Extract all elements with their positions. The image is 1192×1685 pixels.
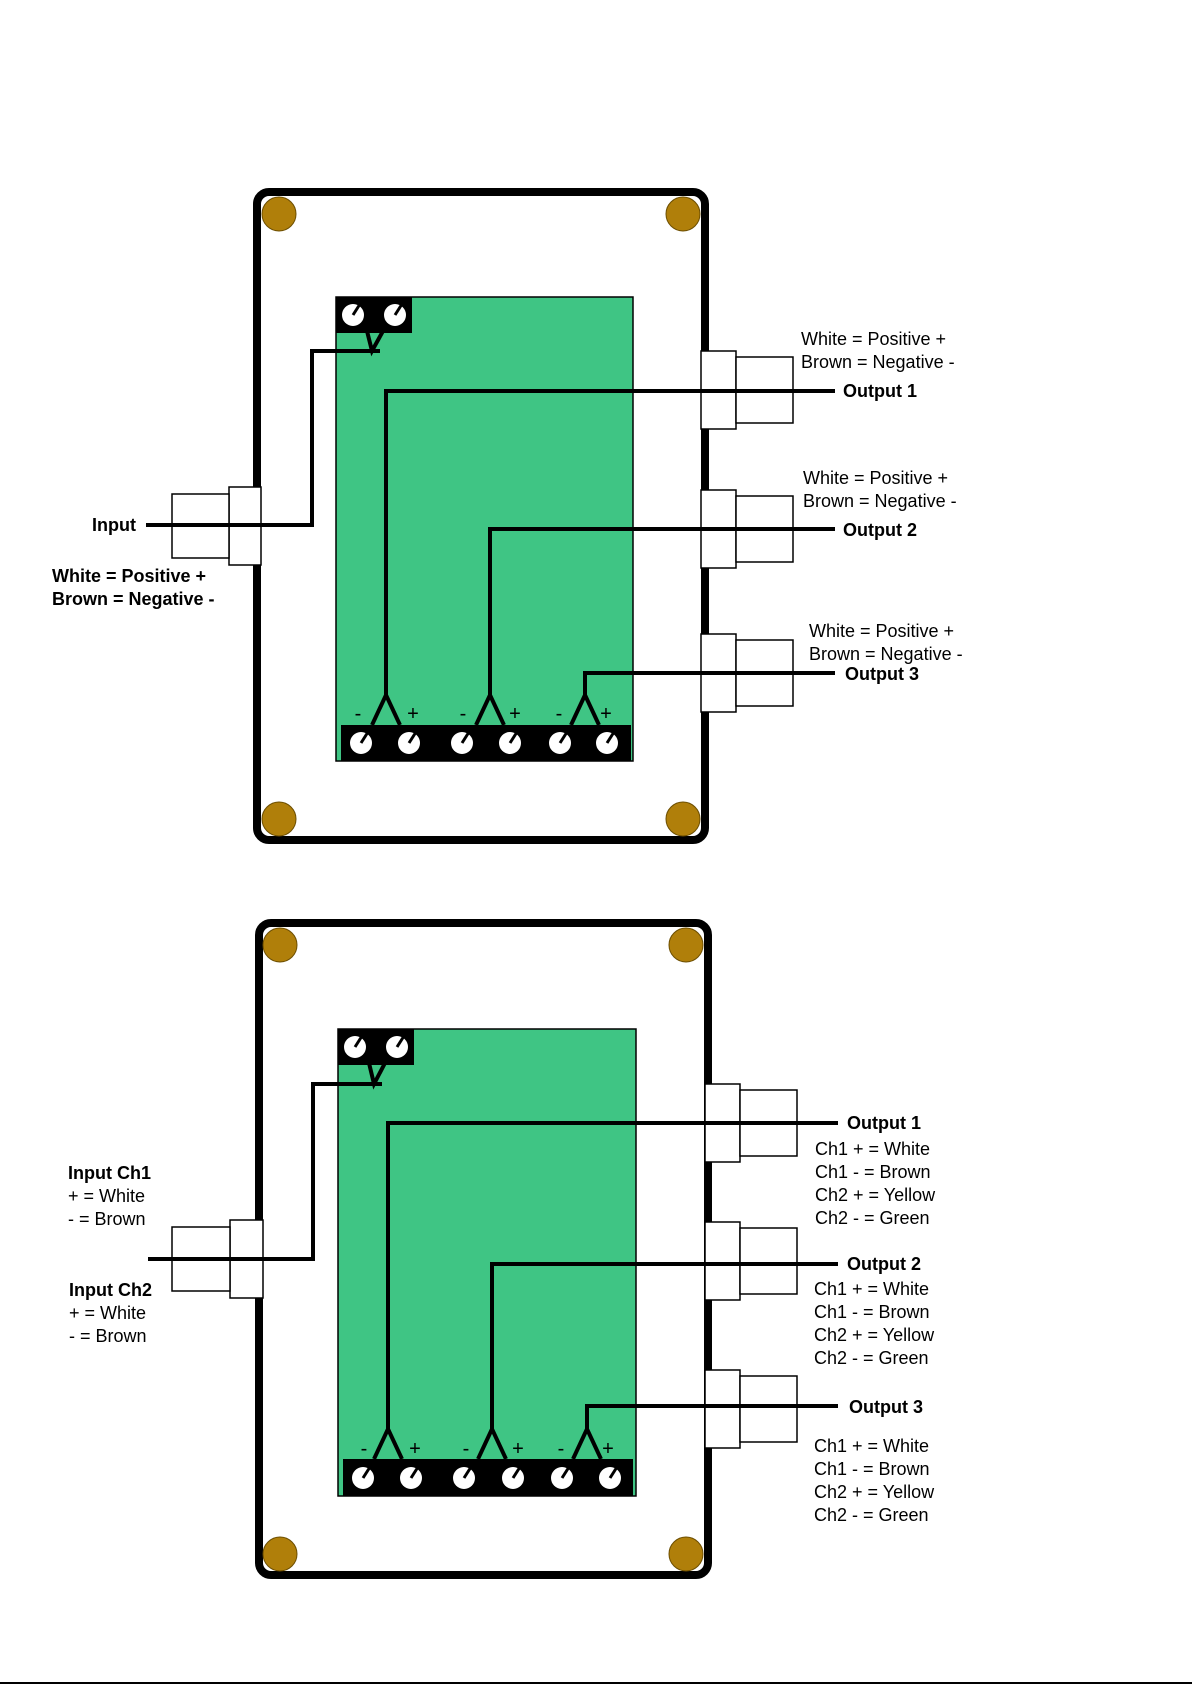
output-label: Output 1: [847, 1113, 921, 1133]
wires-1: [146, 330, 835, 726]
terminal-sign: +: [509, 703, 521, 725]
cable-gland-output-2: [704, 1221, 741, 1301]
output-note-line: Ch1 + = White: [814, 1436, 929, 1456]
output-terminal-block: [341, 725, 631, 761]
output-note-line: Ch1 + = White: [814, 1279, 929, 1299]
input-ch2-line: + = White: [69, 1303, 146, 1323]
output-note-line: White = Positive +: [809, 621, 954, 641]
input-ch1-line: + = White: [68, 1186, 145, 1206]
output-label: Output 1: [843, 381, 917, 401]
terminal-sign: +: [512, 1438, 524, 1460]
screw-icon: [665, 196, 701, 232]
terminal-sign: -: [361, 1438, 368, 1460]
input-note-line: Brown = Negative -: [52, 589, 215, 609]
screw-icon: [262, 927, 298, 963]
output-note-line: White = Positive +: [803, 468, 948, 488]
output-note-line: Ch2 + = Yellow: [814, 1325, 935, 1345]
output-note-line: Ch2 - = Green: [814, 1505, 929, 1525]
output-note-line: Ch2 + = Yellow: [815, 1185, 936, 1205]
output-label: Output 2: [847, 1254, 921, 1274]
screw-icon: [261, 801, 297, 837]
output-note-line: Ch1 - = Brown: [815, 1162, 931, 1182]
screw-icon: [665, 801, 701, 837]
output-note-line: Brown = Negative -: [803, 491, 957, 511]
output-label: Output 3: [845, 664, 919, 684]
screw-icon: [668, 927, 704, 963]
screw-icon: [668, 1536, 704, 1572]
terminal-sign: +: [409, 1438, 421, 1460]
output-note-line: Brown = Negative -: [801, 352, 955, 372]
diagram-1: - + - + - + Input: [52, 188, 963, 844]
terminal-sign: -: [558, 1438, 565, 1460]
diagram-2: - + - + - + Input Ch1 + = White - = Brow…: [68, 919, 936, 1579]
cable-gland-output-3: [704, 1369, 741, 1449]
terminal-sign: -: [355, 703, 362, 725]
terminal-sign: -: [460, 703, 467, 725]
input-ch1-title: Input Ch1: [68, 1163, 151, 1183]
input-ch1-line: - = Brown: [68, 1209, 146, 1229]
output-note-line: Ch2 - = Green: [815, 1208, 930, 1228]
input-ch2-line: - = Brown: [69, 1326, 147, 1346]
output-note-line: Ch2 - = Green: [814, 1348, 929, 1368]
output-terminal-block: [343, 1459, 633, 1496]
wires-2: [148, 1062, 838, 1460]
screw-icon: [262, 1536, 298, 1572]
input-ch2-title: Input Ch2: [69, 1280, 152, 1300]
output-note-line: Ch2 + = Yellow: [814, 1482, 935, 1502]
input-note-line: White = Positive +: [52, 566, 206, 586]
terminal-sign: -: [463, 1438, 470, 1460]
input-label: Input: [92, 515, 136, 535]
output-label: Output 2: [843, 520, 917, 540]
output-note-line: Brown = Negative -: [809, 644, 963, 664]
terminal-sign: +: [602, 1438, 614, 1460]
output-note-line: Ch1 - = Brown: [814, 1302, 930, 1322]
output-note-line: White = Positive +: [801, 329, 946, 349]
terminal-sign: +: [600, 703, 612, 725]
output-note-line: Ch1 + = White: [815, 1139, 930, 1159]
terminal-sign: +: [407, 703, 419, 725]
output-label: Output 3: [849, 1397, 923, 1417]
output-note-line: Ch1 - = Brown: [814, 1459, 930, 1479]
terminal-sign: -: [556, 703, 563, 725]
screw-icon: [261, 196, 297, 232]
